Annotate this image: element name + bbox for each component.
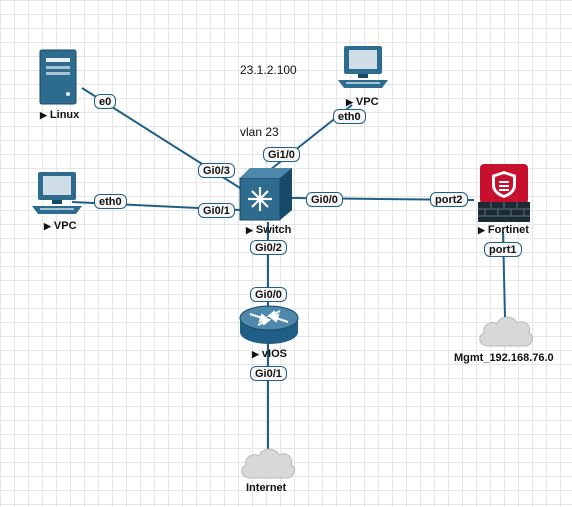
- switch-icon[interactable]: [238, 166, 294, 222]
- node-label-linux[interactable]: ▶Linux: [40, 109, 80, 121]
- play-icon: ▶: [346, 97, 353, 107]
- cloud-icon[interactable]: [238, 440, 298, 482]
- vlan-annotation: vlan 23: [240, 125, 279, 139]
- play-icon: ▶: [252, 349, 259, 359]
- server-icon[interactable]: [38, 48, 78, 106]
- node-label-fortinet[interactable]: ▶Fortinet: [478, 224, 529, 236]
- ip-annotation: 23.1.2.100: [240, 63, 297, 77]
- node-label-vios[interactable]: ▶vIOS: [252, 348, 287, 360]
- node-label-internet[interactable]: Internet: [246, 482, 287, 494]
- router-icon[interactable]: [238, 304, 300, 346]
- play-icon: ▶: [44, 221, 51, 231]
- port-label-vpc-top-eth0: eth0: [333, 109, 366, 124]
- port-label-switch-gi10: Gi1/0: [263, 147, 300, 162]
- port-label-vios-gi01: Gi0/1: [250, 366, 287, 381]
- port-label-switch-gi01: Gi0/1: [198, 203, 235, 218]
- play-icon: ▶: [40, 110, 47, 120]
- desktop-pc-icon[interactable]: [30, 170, 86, 220]
- port-label-vios-gi00: Gi0/0: [250, 287, 287, 302]
- port-label-switch-gi03: Gi0/3: [198, 163, 235, 178]
- desktop-pc-icon[interactable]: [336, 44, 392, 94]
- node-label-vpc-left[interactable]: ▶VPC: [44, 220, 77, 232]
- node-label-vpc-top[interactable]: ▶VPC: [346, 96, 379, 108]
- port-label-fortinet-port2: port2: [430, 192, 468, 207]
- node-label-mgmt[interactable]: Mgmt_192.168.76.0: [454, 352, 554, 364]
- port-label-fortinet-port1: port1: [484, 242, 522, 257]
- play-icon: ▶: [478, 225, 485, 235]
- port-label-switch-gi02: Gi0/2: [250, 240, 287, 255]
- port-label-switch-gi00: Gi0/0: [306, 192, 343, 207]
- port-label-vpc-left-eth0: eth0: [94, 194, 127, 209]
- firewall-icon[interactable]: [474, 162, 534, 224]
- cloud-icon[interactable]: [476, 310, 536, 350]
- node-label-switch[interactable]: ▶Switch: [246, 224, 292, 236]
- play-icon: ▶: [246, 225, 253, 235]
- port-label-linux-e0: e0: [94, 94, 117, 109]
